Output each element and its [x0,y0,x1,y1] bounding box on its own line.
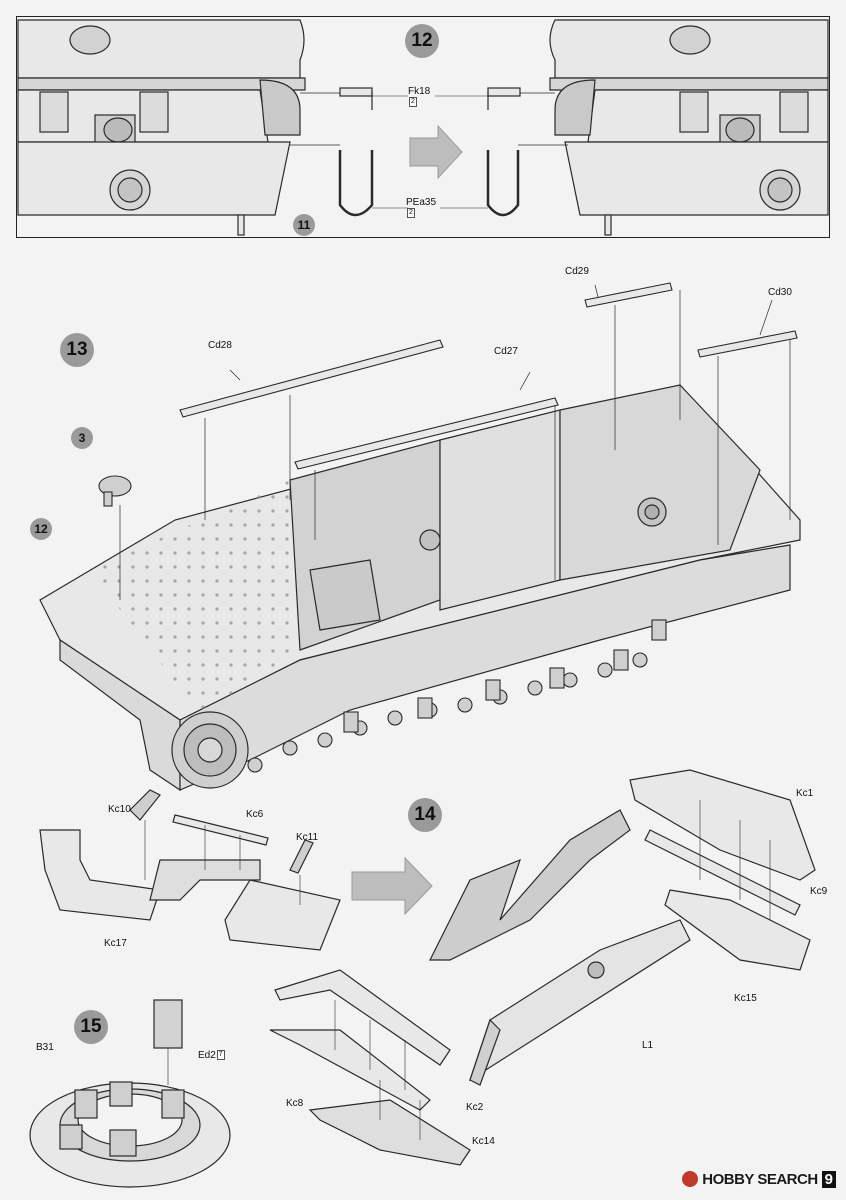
step14-right-parts [269,769,816,1166]
step12-left-hull [17,19,306,236]
step14-left-parts [39,789,341,951]
step-number-14: 14 [408,798,442,832]
step12-right-hull [549,19,829,236]
label-cd30: Cd30 [768,287,792,298]
callout-12: 12 [30,518,52,540]
label-kc9: Kc9 [810,886,828,897]
label-l1: L1 [642,1040,654,1051]
step12-arrow [409,124,463,180]
watermark-text: HOBBY SEARCH [702,1170,818,1188]
label-cd28: Cd28 [208,340,232,351]
step13-hull [39,384,801,792]
qty-ed2: 7 [216,1050,225,1061]
label-kc14: Kc14 [472,1136,495,1147]
label-kc8: Kc8 [286,1098,304,1109]
step13-fenders [179,282,798,470]
label-kc6: Kc6 [246,809,264,820]
step13-part3 [98,475,132,507]
step-number-15: 15 [74,1010,108,1044]
watermark: HOBBY SEARCH 9 [682,1168,836,1190]
watermark-logo-icon [682,1171,699,1187]
step-number-13: 13 [60,333,94,367]
watermark-badge: 9 [821,1170,836,1188]
label-kc1: Kc1 [796,788,814,799]
callout-11: 11 [293,214,315,236]
label-cd29: Cd29 [565,266,589,277]
step13-road-wheel-mounts [247,619,667,773]
label-kc11: Kc11 [296,832,319,843]
step14-guide-lines [334,800,771,1140]
qty-pea35: 2 [407,208,415,219]
label-kc10: Kc10 [108,804,131,815]
label-b31: B31 [36,1042,54,1053]
step-number-12: 12 [405,24,439,58]
label-cd27: Cd27 [494,346,518,357]
step13-guide-lines [119,284,791,600]
label-kc17: Kc17 [104,938,127,949]
label-kc15: Kc15 [734,993,757,1004]
step14-arrow [351,856,433,916]
qty-fk18: 2 [409,97,417,108]
step12-parts [290,87,568,217]
step15-turret-ring [29,999,231,1188]
label-kc2: Kc2 [466,1102,484,1113]
callout-3: 3 [71,427,93,449]
